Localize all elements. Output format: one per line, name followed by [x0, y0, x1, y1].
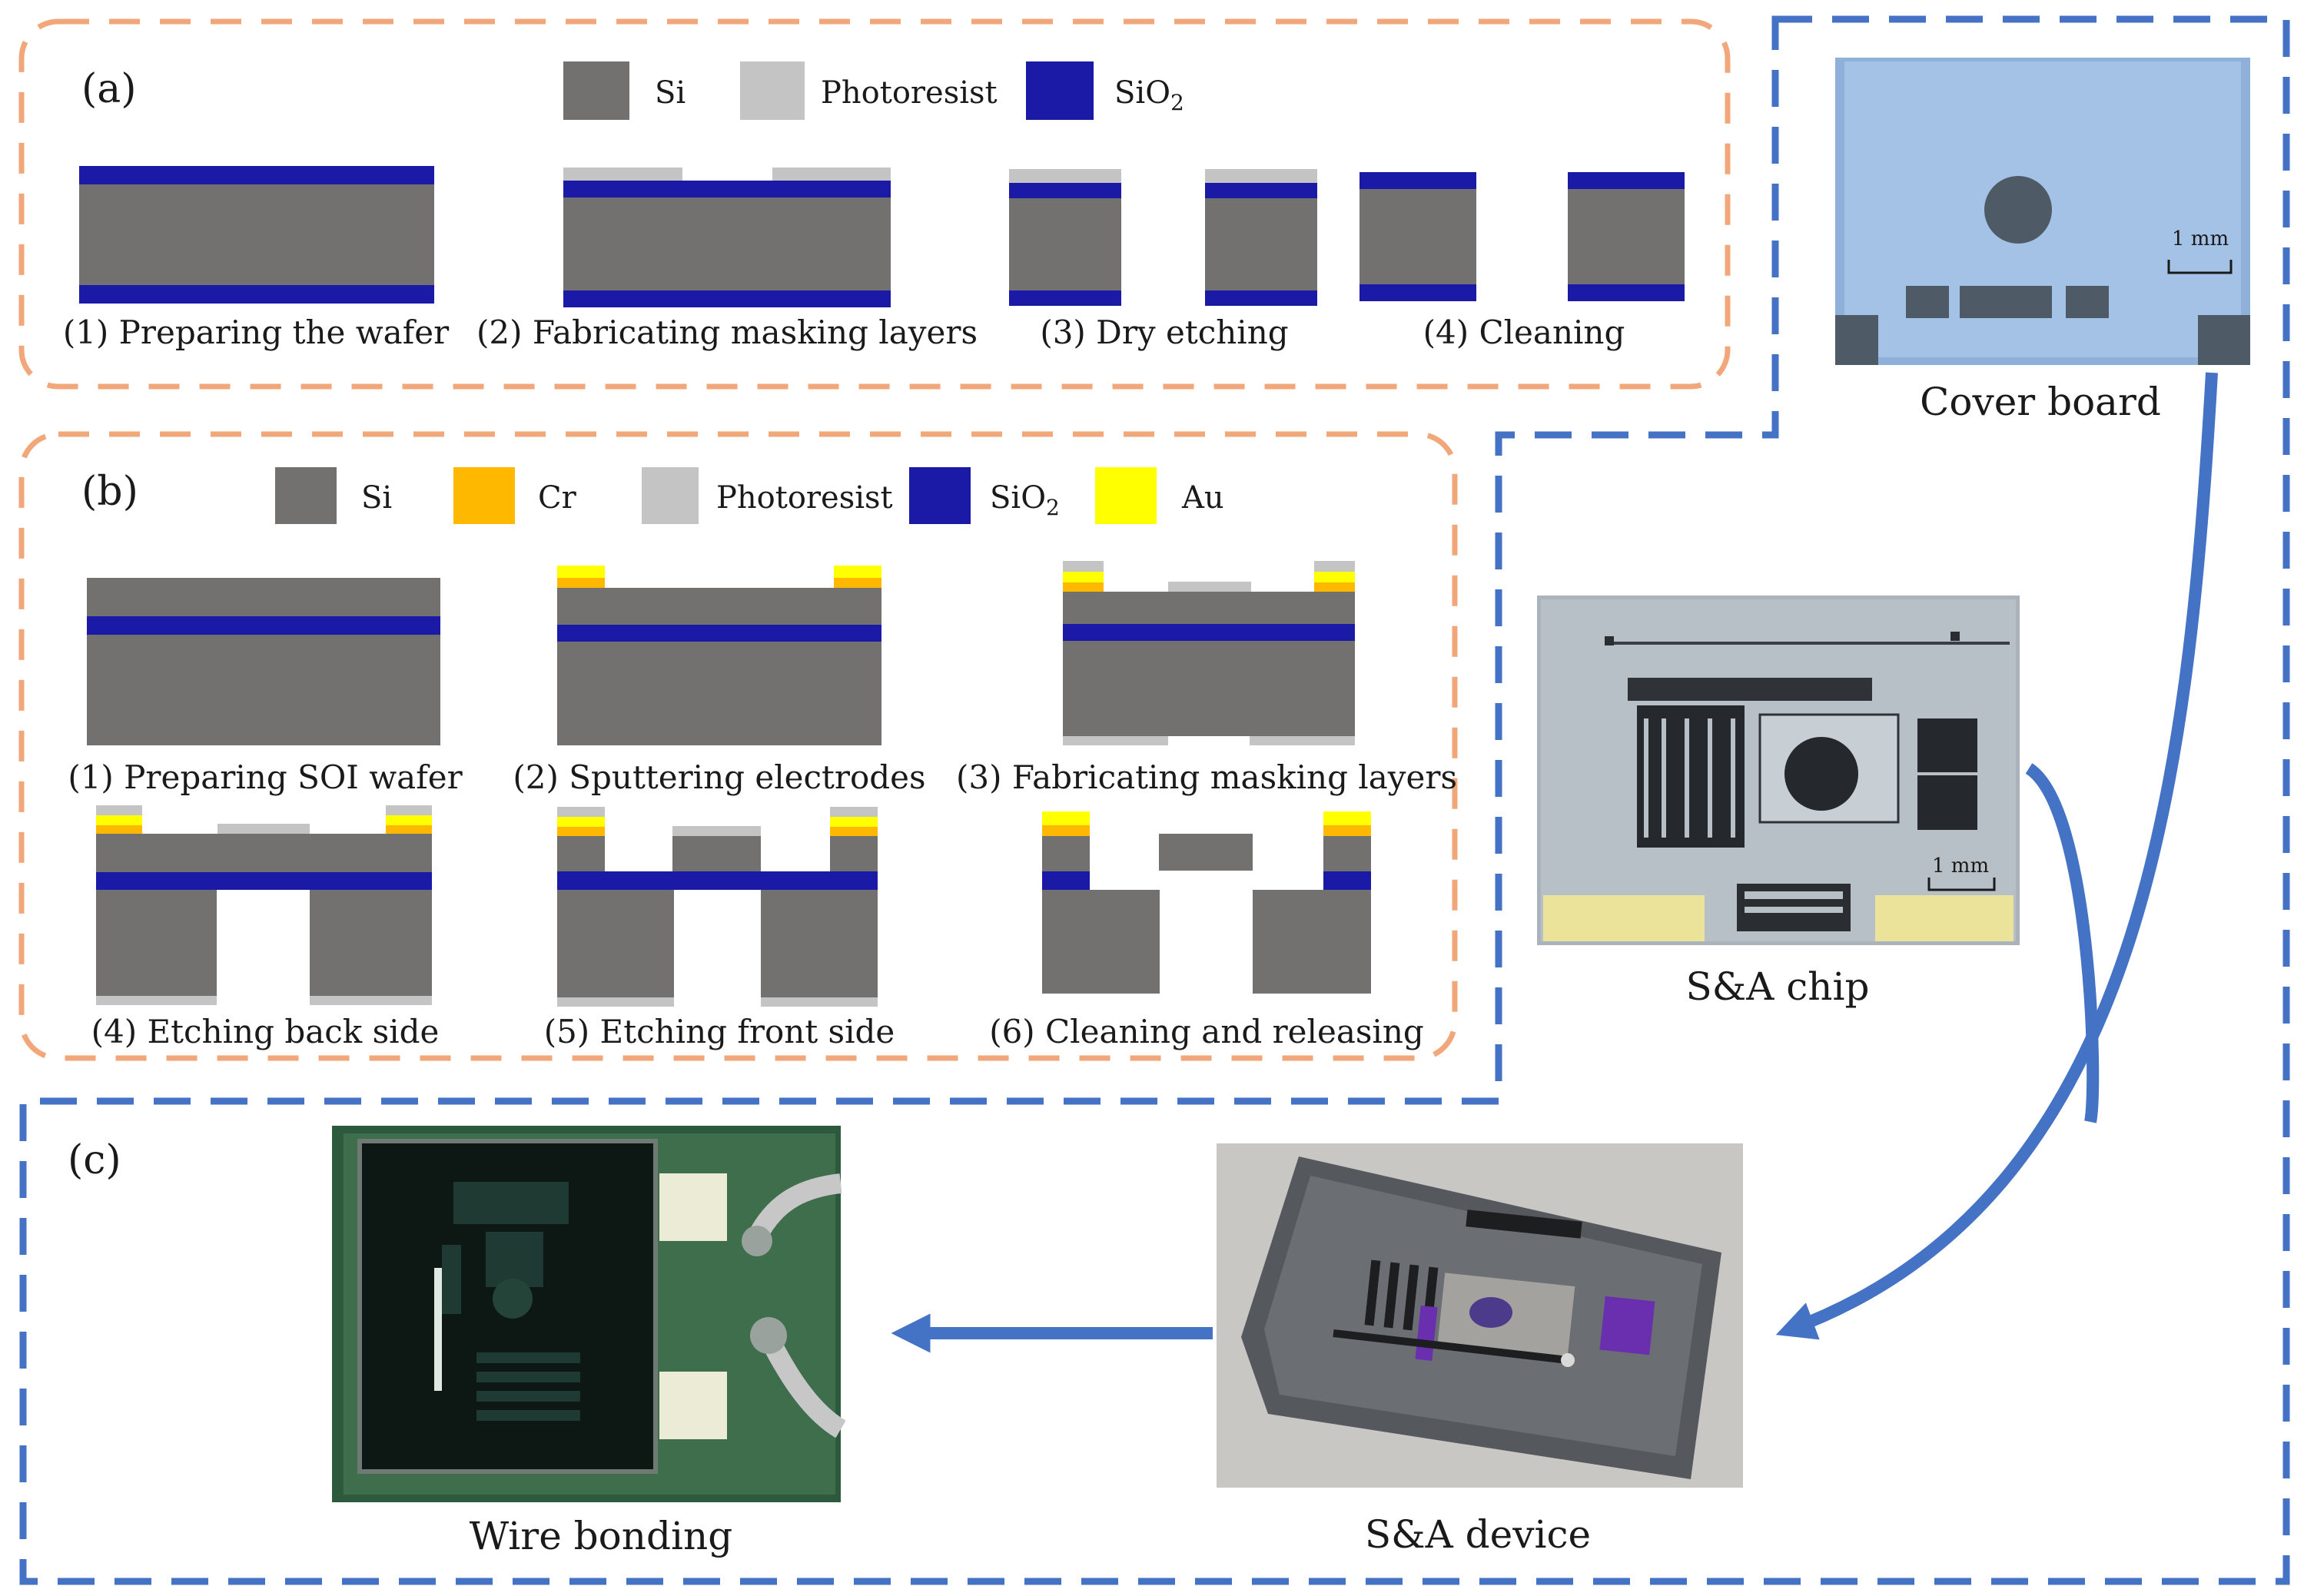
legend-label-sio2: SiO2: [1114, 75, 1184, 115]
panel-c-outline: [19, 15, 2290, 1585]
sa-chip-photo: [1537, 596, 2020, 945]
legend-swatch-photoresist: [740, 61, 805, 120]
panel-b-step-4-caption: (4) Etching back side: [91, 1013, 440, 1050]
panel-b-step-5-section: [557, 807, 878, 1007]
legend-b-label-cr: Cr: [538, 480, 576, 516]
legend-b-swatch-au: [1095, 467, 1157, 524]
arrow-cover-to-device: [1775, 372, 2218, 1340]
panel-b-step-3-caption: (3) Fabricating masking layers: [955, 758, 1458, 796]
panel-a-step-1-caption: (1) Preparing the wafer: [62, 314, 450, 351]
sa-chip-caption: S&A chip: [1685, 964, 1870, 1009]
panel-a-step-4-section: [1359, 172, 1685, 301]
legend-b-swatch-cr: [453, 467, 515, 524]
wire-bonding-photo: [332, 1126, 846, 1502]
panel-a-step-4-caption: (4) Cleaning: [1423, 314, 1625, 351]
panel-a-step-3-caption: (3) Dry etching: [1040, 314, 1289, 351]
panel-b-step-6-section: [1042, 811, 1371, 994]
panel-b-step-1-caption: (1) Preparing SOI wafer: [68, 758, 463, 796]
sa-device-photo: [1217, 1143, 1743, 1488]
legend-swatch-si: [563, 61, 629, 120]
sa-device-caption: S&A device: [1364, 1512, 1592, 1557]
legend-b-swatch-photoresist: [642, 467, 699, 524]
legend-b-label-si: Si: [361, 480, 393, 516]
panel-b-step-4-section: [96, 805, 432, 1005]
panel-a-step-2-section: [563, 168, 891, 307]
panel-b-outline: [18, 431, 1458, 1061]
panel-a-outline: [18, 18, 1731, 390]
legend-b-swatch-si: [275, 467, 337, 524]
panel-b-step-6-caption: (6) Cleaning and releasing: [989, 1013, 1424, 1050]
legend-label-si: Si: [655, 75, 686, 111]
cover-board-photo: [1835, 58, 2250, 365]
cover-board-scale-bar: 1 mm: [2172, 227, 2229, 251]
legend-b-label-au: Au: [1182, 480, 1224, 516]
legend-label-photoresist: Photoresist: [821, 75, 998, 111]
panel-a-label: (a): [81, 66, 137, 112]
wire-bonding-caption: Wire bonding: [469, 1514, 733, 1558]
panel-b-step-2-caption: (2) Sputtering electrodes: [513, 758, 926, 796]
legend-b-label-photoresist: Photoresist: [716, 480, 893, 516]
cover-board-caption: Cover board: [1920, 380, 2161, 424]
legend-swatch-sio2: [1026, 61, 1094, 120]
panel-b-step-3-section: [1063, 561, 1355, 745]
arrow-chip-to-device: [2025, 763, 2100, 1123]
legend-b-swatch-sio2: [909, 467, 971, 524]
panel-c-label: (c): [68, 1137, 121, 1183]
panel-b-step-1-section: [87, 578, 440, 745]
panel-a-step-2-caption: (2) Fabricating masking layers: [476, 314, 978, 351]
panel-b-step-5-caption: (5) Etching front side: [543, 1013, 895, 1050]
sa-chip-scale-bar: 1 mm: [1932, 854, 1990, 878]
panel-b-step-2-section: [557, 566, 881, 745]
legend-b-label-sio2: SiO2: [990, 480, 1060, 520]
panel-a-step-1-section: [79, 166, 434, 304]
panel-a-step-3-section: [1009, 169, 1317, 306]
panel-b-label: (b): [81, 469, 138, 515]
